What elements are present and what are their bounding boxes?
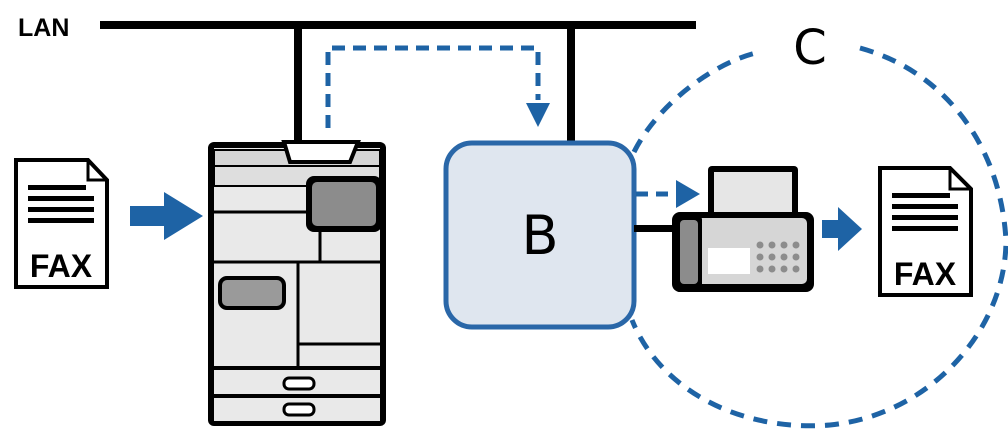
phone-line — [634, 225, 680, 232]
flow-arrowhead-down — [526, 103, 550, 127]
multifunction-printer-icon — [208, 140, 386, 426]
server-b: B — [443, 140, 637, 330]
data-flow-printer-to-server — [325, 45, 550, 128]
lan-label: LAN — [18, 14, 69, 42]
fax-document-right: FAX — [878, 166, 973, 297]
lan-bus: LAN — [18, 14, 696, 147]
zone-c: C — [629, 20, 1008, 429]
server-to-fax-link — [634, 180, 700, 232]
lan-drop-server — [567, 25, 575, 147]
fax-label-left: FAX — [30, 248, 93, 284]
fax-machine-icon — [672, 166, 814, 292]
server-label: B — [521, 204, 558, 267]
arrow-into-printer — [130, 192, 203, 240]
fax-label-right: FAX — [894, 256, 957, 292]
zone-label: C — [793, 20, 827, 76]
lan-drop-printer — [294, 25, 302, 145]
send-arrowhead — [676, 180, 700, 208]
lan-line — [100, 21, 696, 29]
fax-document-left: FAX — [14, 158, 109, 289]
arrow-out-of-fax — [822, 207, 862, 251]
